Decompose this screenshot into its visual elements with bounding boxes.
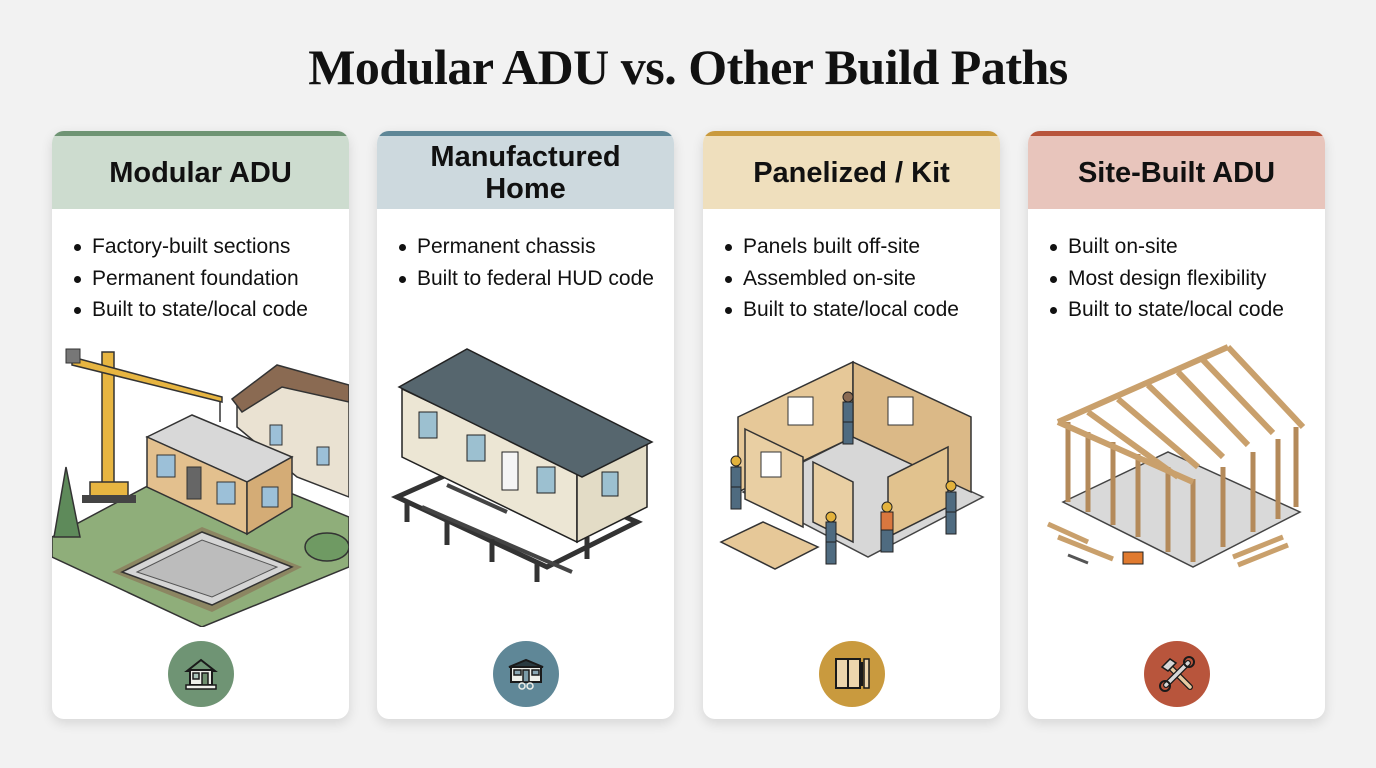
comparison-cards: Modular ADU Factory-built sections Perma… [52,131,1326,720]
feature-list: Panels built off-site Assembled on-site … [703,209,1000,326]
card-modular-adu: Modular ADU Factory-built sections Perma… [52,131,349,719]
mobile-home-icon [493,641,559,707]
manufactured-home-illustration [390,348,654,582]
crane-module-illustration [52,348,349,627]
feature-item: Permanent foundation [74,263,349,295]
feature-item: Built to state/local code [74,294,349,326]
feature-item: Built to state/local code [1050,294,1325,326]
card-site-built-adu: Site-Built ADU Built on-site Most design… [1028,131,1325,719]
feature-item: Factory-built sections [74,231,349,263]
card-heading: Site-Built ADU [1028,131,1325,209]
house-icon [168,641,234,707]
wall-panel-icon [819,641,885,707]
card-panelized-kit: Panelized / Kit Panels built off-site As… [703,131,1000,719]
feature-item: Built to federal HUD code [399,263,674,295]
hammer-wrench-icon [1144,641,1210,707]
card-manufactured-home: Manufactured Home Permanent chassis Buil… [377,131,674,719]
page-title: Modular ADU vs. Other Build Paths [308,39,1068,95]
feature-list: Factory-built sections Permanent foundat… [52,209,349,326]
feature-item: Assembled on-site [725,263,1000,295]
feature-item: Built on-site [1050,231,1325,263]
card-heading: Manufactured Home [377,131,674,209]
feature-list: Permanent chassis Built to federal HUD c… [377,209,674,294]
feature-item: Permanent chassis [399,231,674,263]
feature-item: Most design flexibility [1050,263,1325,295]
panel-assembly-illustration [719,360,985,570]
feature-item: Panels built off-site [725,231,1000,263]
stick-frame-illustration [1046,344,1306,568]
card-heading: Panelized / Kit [703,131,1000,209]
feature-list: Built on-site Most design flexibility Bu… [1028,209,1325,326]
card-heading: Modular ADU [52,131,349,209]
feature-item: Built to state/local code [725,294,1000,326]
